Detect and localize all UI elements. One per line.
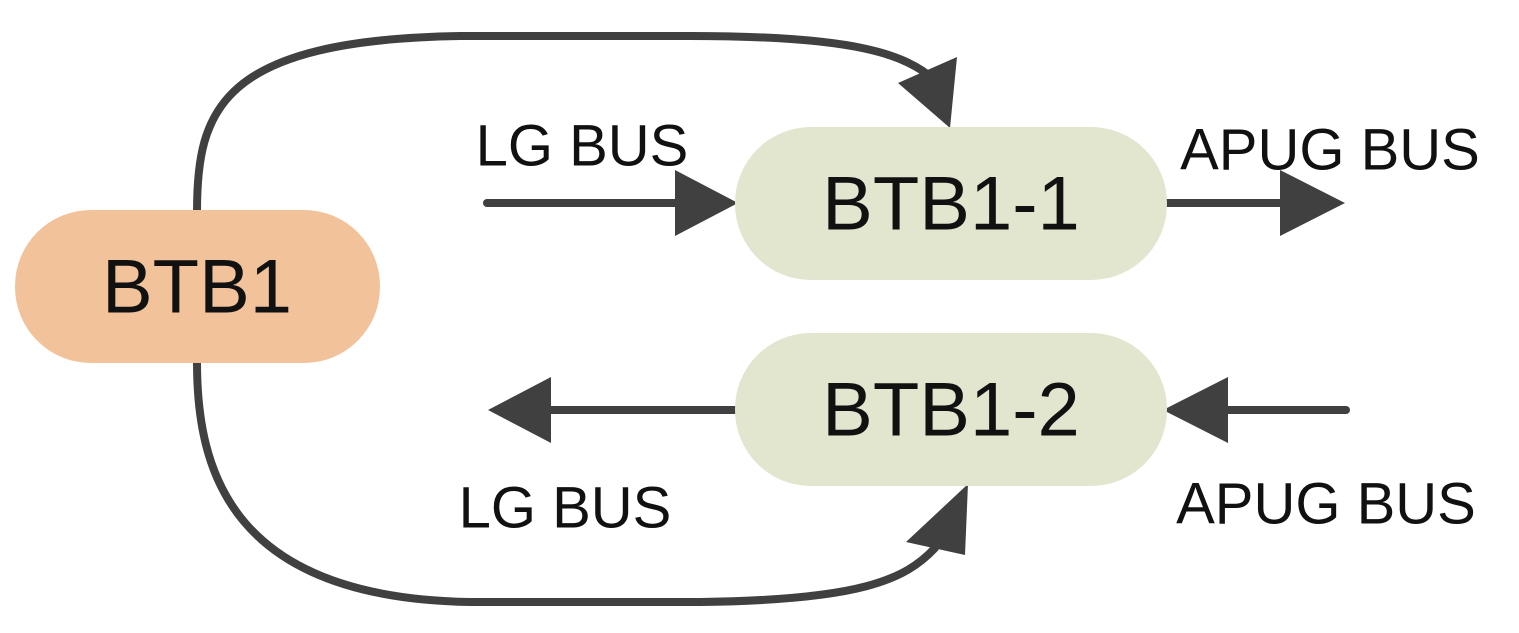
node-btb1-1 — [735, 127, 1167, 280]
bus-label-lg-bottom: LG BUS — [459, 476, 672, 541]
bus-label-apug-top: APUG BUS — [1180, 118, 1480, 183]
node-btb1-1-label: BTB1-1 — [822, 162, 1080, 247]
connector-btb1-to-btb1-2 — [193, 358, 939, 606]
node-btb1-label: BTB1 — [102, 245, 292, 330]
node-btb1 — [15, 210, 380, 363]
arrowhead-lg-bus-out — [488, 377, 551, 443]
arrowhead-lg-bus-in — [675, 170, 738, 236]
arrowhead-apug-bus-in — [1163, 377, 1228, 443]
node-btb1-2-label: BTB1-2 — [822, 368, 1080, 453]
bus-label-lg-top: LG BUS — [476, 114, 689, 179]
node-btb1-2 — [735, 333, 1167, 486]
arrowhead-apug-bus-out — [1280, 170, 1345, 236]
bus-label-apug-bottom: APUG BUS — [1176, 472, 1476, 537]
connector-btb1-to-btb1-1 — [193, 32, 939, 216]
arrowhead-btb1-2 — [906, 484, 968, 555]
arrowhead-btb1-1 — [898, 57, 957, 128]
